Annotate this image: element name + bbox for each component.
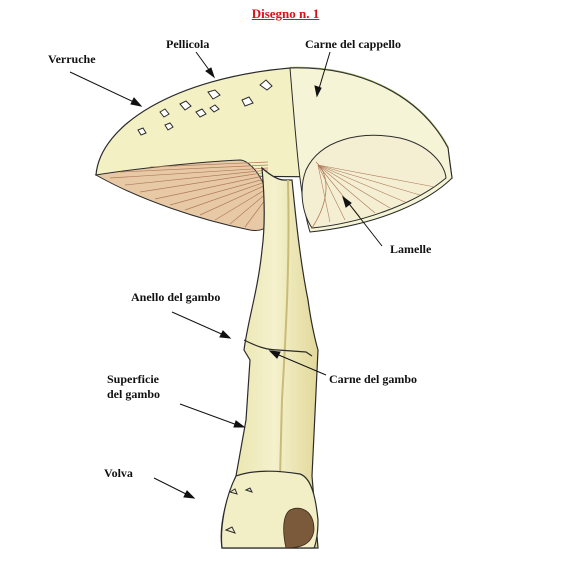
label-pellicola: Pellicola	[166, 37, 210, 51]
gills-left	[94, 159, 273, 231]
warts	[137, 79, 273, 136]
label-carne-cappello: Carne del cappello	[305, 37, 401, 51]
label-superficie-line2: del gambo	[107, 387, 161, 401]
ring	[243, 339, 313, 357]
label-superficie-line1: Superficie	[107, 372, 159, 386]
volva-earth	[283, 507, 315, 549]
label-anello: Anello del gambo	[131, 290, 221, 304]
label-verruche: Verruche	[48, 52, 96, 66]
label-carne-gambo: Carne del gambo	[329, 372, 417, 386]
label-volva: Volva	[104, 466, 133, 480]
volva-marks	[224, 487, 253, 534]
label-lamelle: Lamelle	[390, 242, 432, 256]
pointer-arrows	[69, 51, 383, 499]
diagram-title: Disegno n. 1	[251, 6, 320, 21]
